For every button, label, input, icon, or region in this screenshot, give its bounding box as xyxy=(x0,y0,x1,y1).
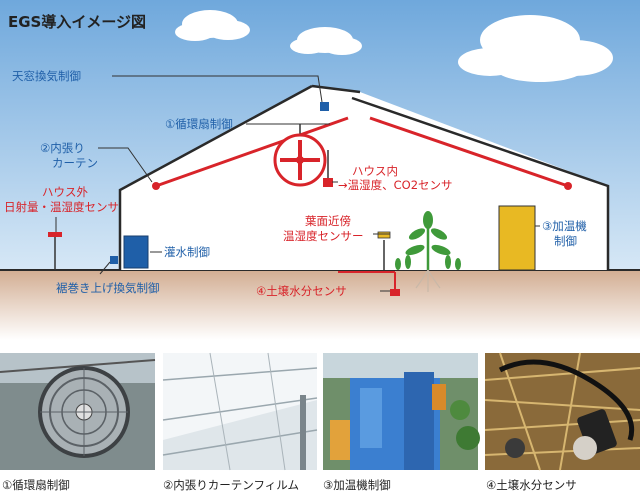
greenhouse-left-roof xyxy=(118,84,313,270)
photo-caption-soil-sensor: ④土壌水分センサ xyxy=(486,478,577,492)
curtain-label-line1: ②内張り xyxy=(40,141,85,155)
photo-caption-heater: ③加温機制御 xyxy=(323,478,391,492)
ground xyxy=(0,270,640,340)
curtain-label-line2: カーテン xyxy=(52,156,98,170)
fan-icon xyxy=(273,124,327,187)
greenhouse-right-roof xyxy=(351,96,610,270)
page-title: EGS導入イメージ図 xyxy=(8,13,146,31)
soil-sensor-icon xyxy=(390,289,400,296)
inside-sensor-label-line2: →温湿度、CO2センサ xyxy=(338,178,453,192)
vent-actuator-icon xyxy=(320,102,329,111)
cloud-icon xyxy=(458,15,613,82)
inside-sensor-label-line1: ハウス内 xyxy=(352,164,398,178)
heater-label-line1: ③加温機 xyxy=(542,219,587,233)
roof-vent-label: 天窓換気制御 xyxy=(12,69,81,83)
irrigation-unit-icon xyxy=(123,235,149,269)
photo-curtain xyxy=(162,352,318,471)
irrigation-label: 灌水制御 xyxy=(164,245,210,259)
outside-sensor-label-line2: 日射量・温湿度センサ xyxy=(4,200,119,214)
skirt-vent-icon xyxy=(110,256,118,264)
plant-icon xyxy=(405,211,451,292)
leaf-sensor-icon xyxy=(377,231,391,239)
heater-unit-icon xyxy=(498,205,536,271)
cloud-icon xyxy=(175,10,250,41)
curtain-line-left xyxy=(155,116,349,188)
leaf-sensor-label-line2: 温湿度センサー xyxy=(283,229,364,243)
photo-heater xyxy=(323,353,480,470)
soil-sensor-label: ④土壌水分センサ xyxy=(256,284,347,298)
curtain-line-right xyxy=(369,116,569,188)
curtain-end-dot xyxy=(564,182,572,190)
photo-caption-fan: ①循環扇制御 xyxy=(2,478,70,492)
photo-fan xyxy=(0,353,156,470)
leader-lines xyxy=(55,75,540,292)
fan-label: ①循環扇制御 xyxy=(165,117,233,131)
heater-label-line2: 制御 xyxy=(554,234,577,248)
curtain-end-dot xyxy=(152,182,160,190)
leaf-sensor-label-line1: 葉面近傍 xyxy=(305,214,351,228)
skirt-vent-label: 裾巻き上げ換気制御 xyxy=(56,281,160,295)
outside-sensor-icon xyxy=(48,232,62,237)
cloud-icon xyxy=(290,27,362,55)
photo-soil-sensor xyxy=(484,352,640,471)
outside-sensor-label-line1: ハウス外 xyxy=(42,185,88,199)
inside-sensor-icon xyxy=(323,178,333,187)
greenhouse-body xyxy=(120,86,608,270)
grass xyxy=(395,255,461,270)
photo-caption-curtain: ②内張りカーテンフィルム xyxy=(163,478,299,492)
